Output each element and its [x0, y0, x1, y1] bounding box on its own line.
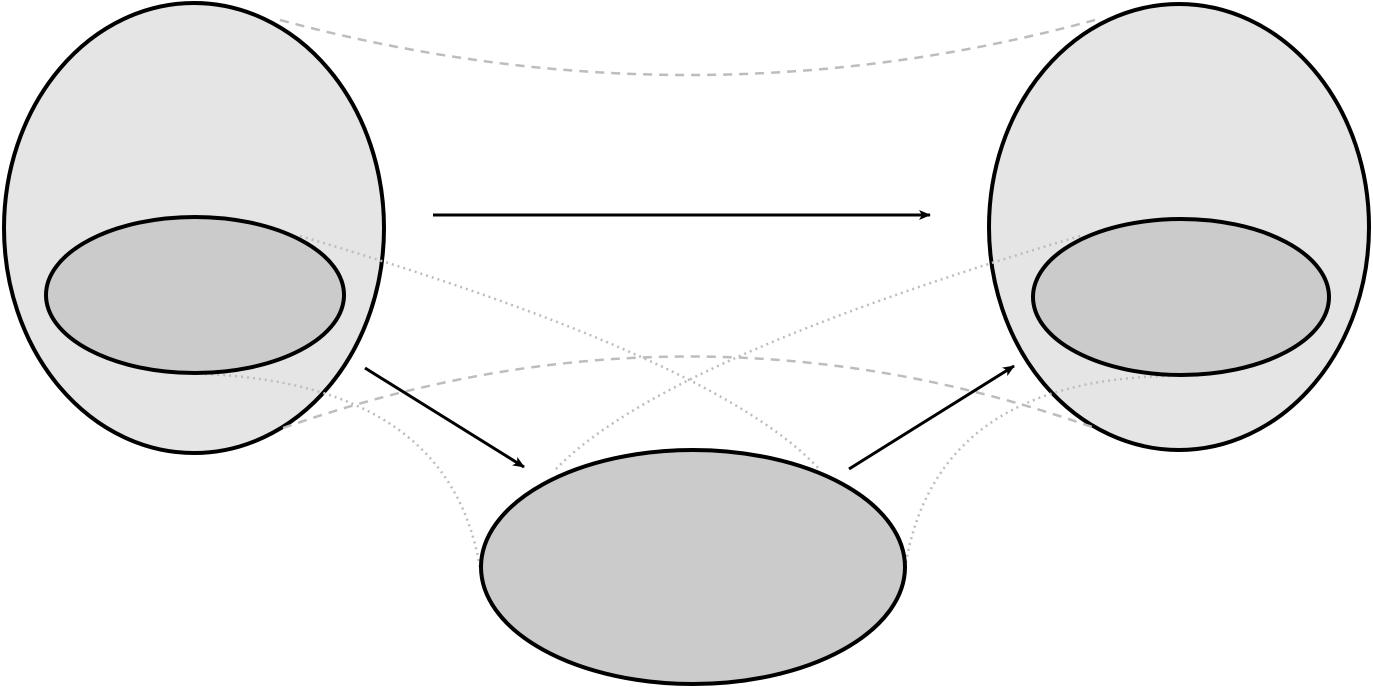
left-inner-dotted-guide-a: [299, 234, 821, 471]
right-inner-set: [1031, 217, 1331, 377]
top-dashed-guide: [279, 18, 1096, 77]
bottom-set: [479, 448, 907, 686]
right-inner-dotted-guide-b: [903, 374, 1171, 569]
left-inner-dotted-guide-b: [204, 372, 482, 569]
left-to-bottom-arrow: [364, 366, 525, 469]
left-inner-set: [44, 215, 346, 375]
bottom-to-right-arrow: [848, 364, 1015, 471]
middle-dashed-guide: [282, 355, 1096, 430]
